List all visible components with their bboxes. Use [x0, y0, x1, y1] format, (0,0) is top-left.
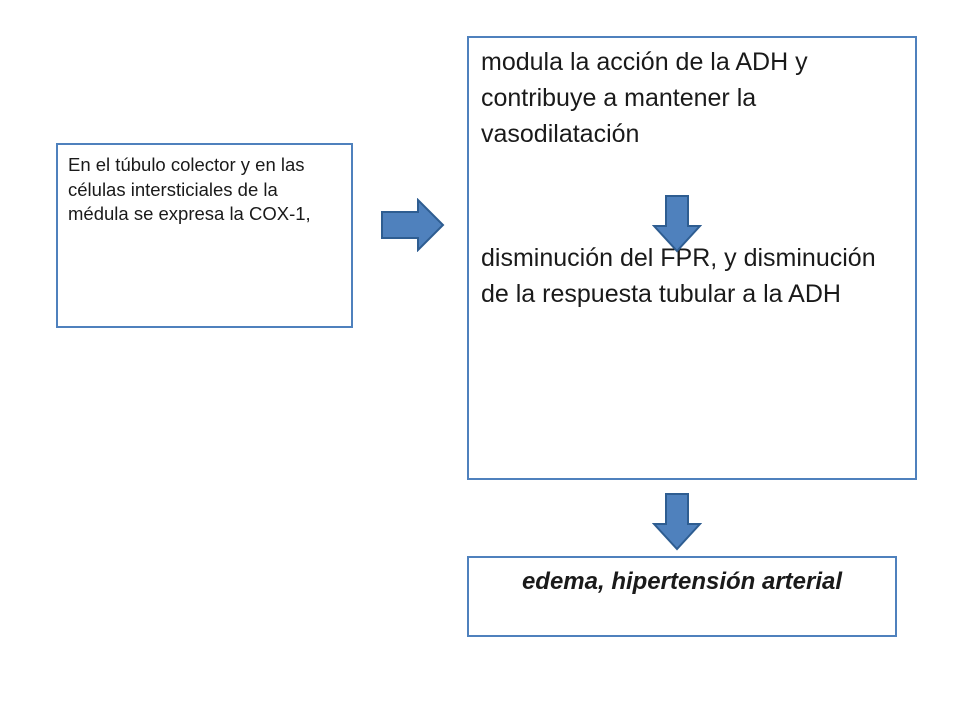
cox1-expression-text: En el túbulo colector y en las células i…	[68, 154, 311, 224]
arrow-down-icon	[652, 493, 702, 551]
cox1-expression-box: En el túbulo colector y en las células i…	[56, 143, 353, 328]
outcome-box: edema, hipertensión arterial	[467, 556, 897, 637]
outcome-text: edema, hipertensión arterial	[521, 568, 843, 595]
effects-box: modula la acción de la ADH y contribuye …	[467, 36, 917, 480]
arrow-right-icon	[381, 198, 445, 252]
arrow-down-icon	[652, 195, 702, 253]
adh-modulation-text: modula la acción de la ADH y contribuye …	[481, 48, 808, 148]
